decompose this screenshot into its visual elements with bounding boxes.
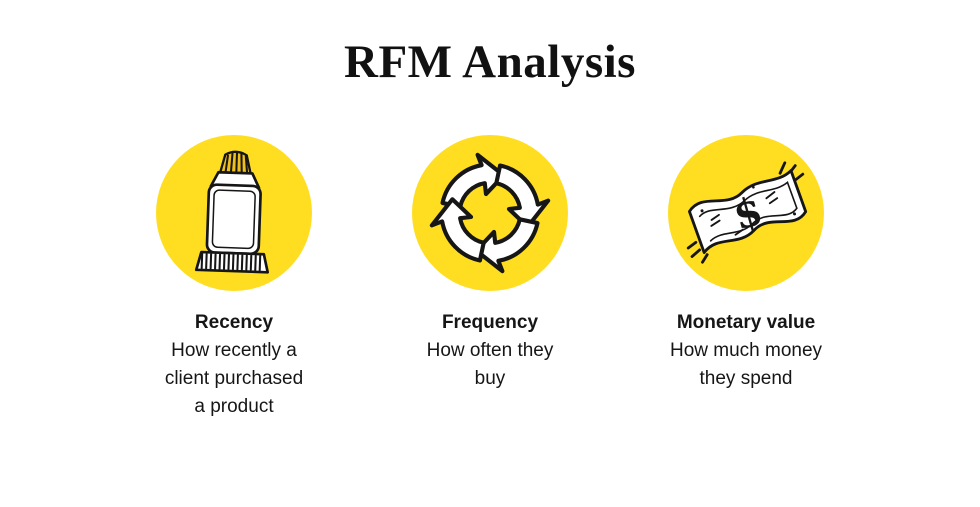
recency-circle: [156, 135, 312, 291]
column-recency: Recency How recently a client purchased …: [119, 135, 349, 421]
monetary-circle: $: [668, 135, 824, 291]
cycle-arrows-icon: [429, 152, 551, 274]
rfm-infographic: RFM Analysis Recency How rec: [0, 34, 980, 421]
recency-description: How recently a client purchased a produc…: [164, 340, 304, 417]
frequency-circle: [412, 135, 568, 291]
recency-heading: Recency: [194, 312, 274, 333]
column-monetary: $ Monetary value How much money they spe…: [631, 135, 861, 421]
rfm-columns: Recency How recently a client purchased …: [0, 135, 980, 421]
infographic-canvas: { "page": { "title": "RFM Analysis", "ba…: [0, 34, 980, 507]
monetary-heading: Monetary value: [676, 312, 816, 333]
column-frequency: Frequency How often they buy: [375, 135, 605, 421]
dollar-bill-icon: $: [686, 161, 808, 264]
frequency-heading: Frequency: [441, 312, 539, 333]
frequency-description: How often they buy: [426, 340, 554, 389]
toothpaste-tube-icon: [194, 150, 270, 274]
monetary-description: How much money they spend: [669, 340, 823, 389]
page-title: RFM Analysis: [344, 36, 636, 88]
